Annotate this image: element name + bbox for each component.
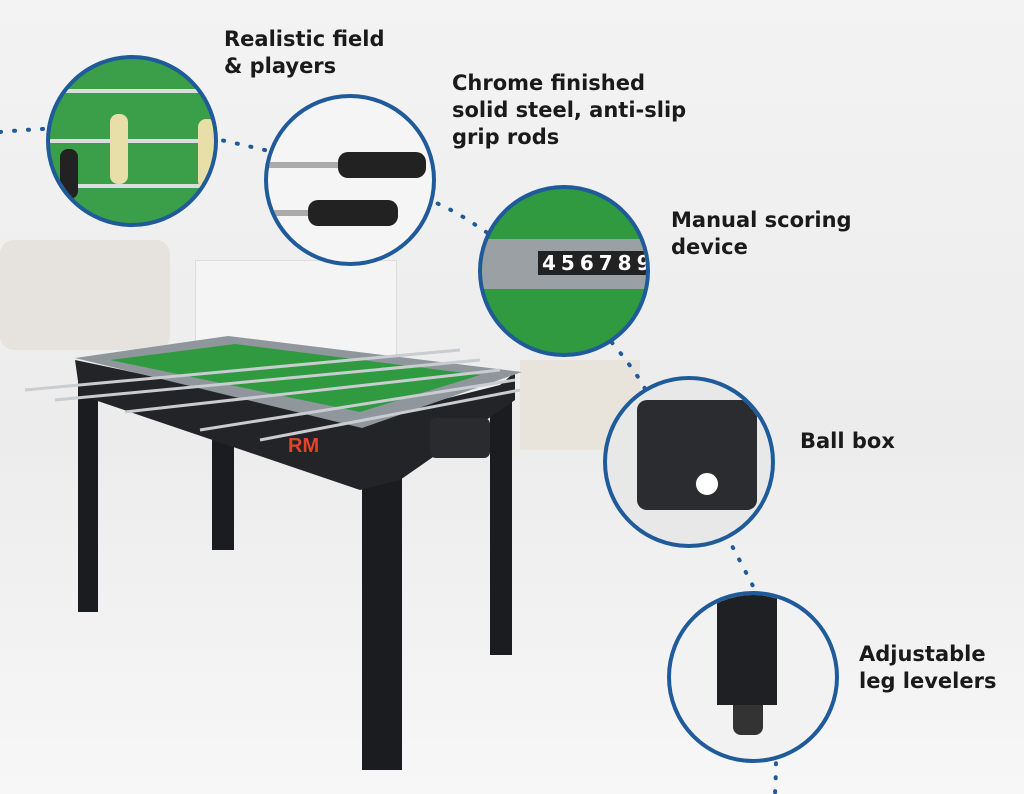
table-leg — [362, 470, 402, 770]
feature-label-ball-box: Ball box — [800, 429, 895, 453]
sofa — [0, 240, 170, 350]
table-leg — [212, 440, 234, 550]
table-body — [75, 360, 515, 490]
leg-leveler-closeup — [667, 591, 839, 763]
feature-label-rods: Chrome finished solid steel, anti-slip g… — [452, 71, 687, 149]
logo: RM — [288, 435, 319, 457]
ball-box — [430, 418, 490, 458]
table-leg — [490, 390, 512, 655]
feature-label-scoring: Manual scoring device — [671, 208, 852, 259]
grip-rods-closeup — [264, 94, 436, 266]
score-digits[interactable]: 456789 — [538, 251, 646, 275]
field-players-closeup — [46, 55, 218, 227]
feature-label-field: Realistic field & players — [224, 27, 385, 78]
feature-label-levelers: Adjustable leg levelers — [859, 642, 997, 693]
table-leg — [78, 380, 98, 612]
scoring-device-closeup: 456789 — [478, 185, 650, 357]
ball-box-closeup — [603, 376, 775, 548]
